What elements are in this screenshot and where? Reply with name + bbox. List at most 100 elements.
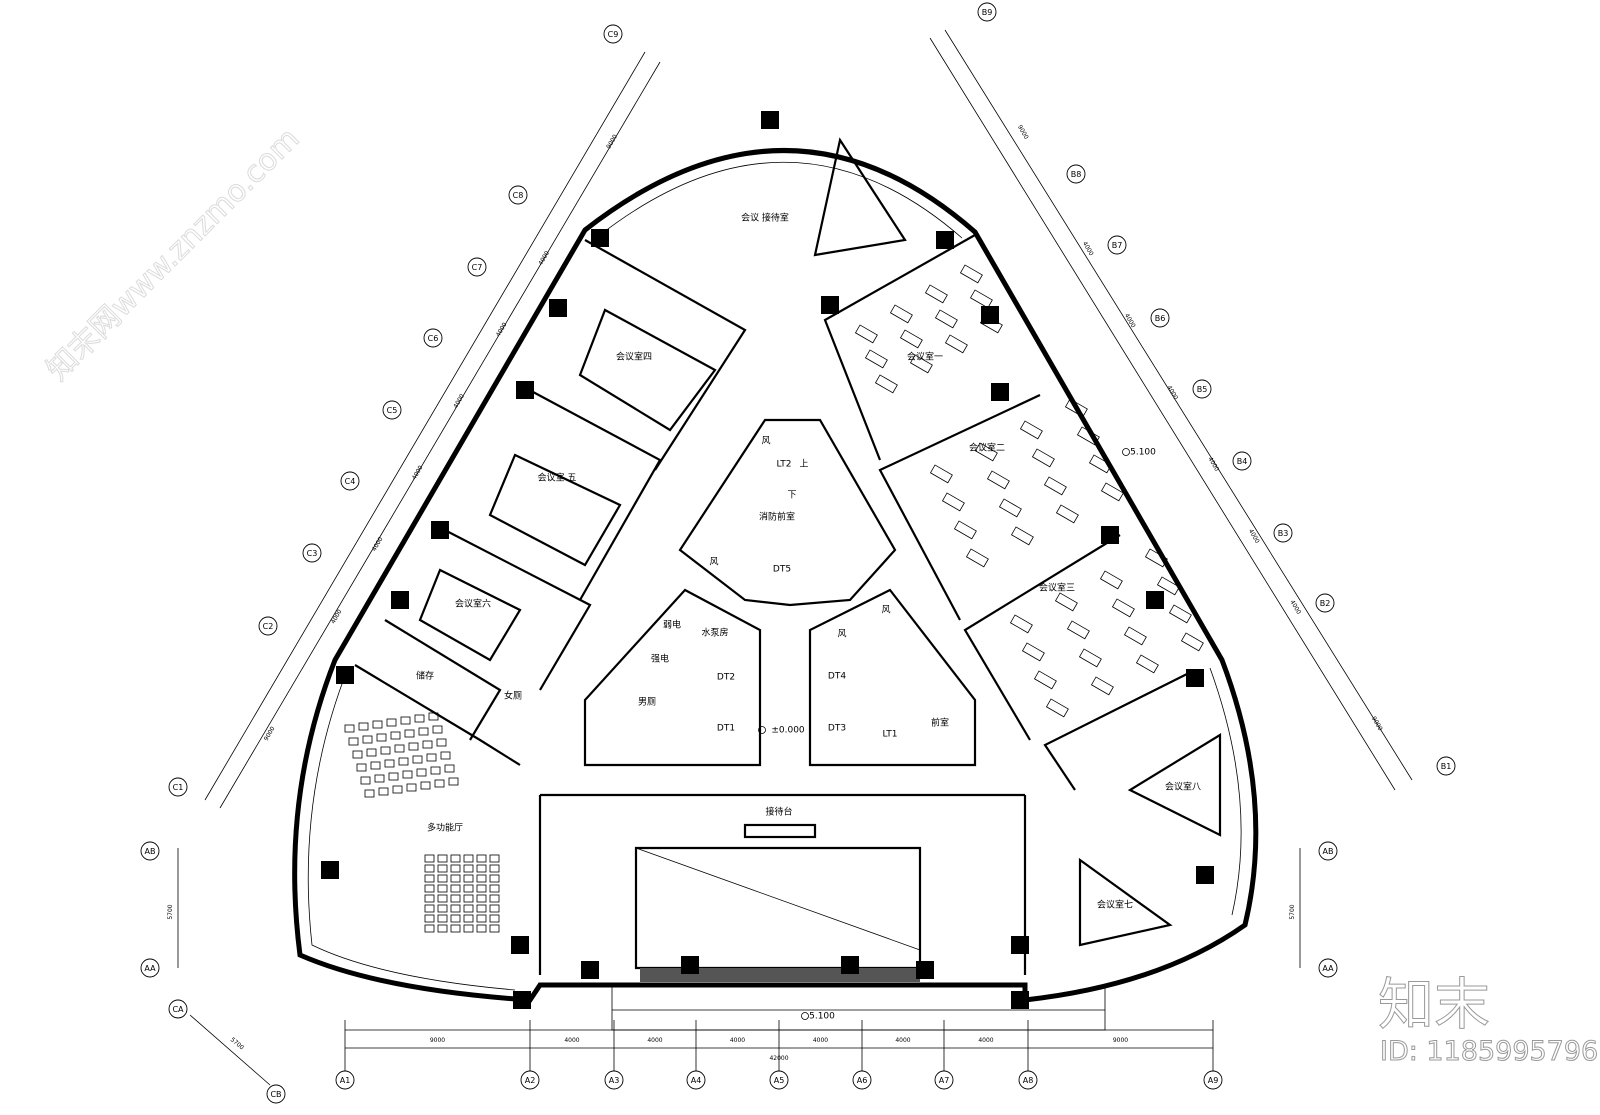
label-dt3: DT3 bbox=[828, 724, 846, 734]
chair bbox=[450, 874, 461, 883]
desk bbox=[1009, 614, 1033, 634]
dimension-b-side: 4000 bbox=[1247, 528, 1261, 545]
dimension-b-side: 4000 bbox=[1165, 384, 1179, 401]
chair bbox=[476, 904, 487, 913]
structural-column bbox=[936, 231, 954, 249]
structural-column bbox=[681, 956, 699, 974]
table-meeting-6 bbox=[418, 568, 522, 662]
grid-axis-a8: A8 bbox=[1018, 1070, 1038, 1090]
chair bbox=[358, 722, 369, 731]
chair bbox=[489, 884, 500, 893]
grid-axis-aa: AA bbox=[1318, 958, 1338, 978]
structural-column bbox=[336, 666, 354, 684]
chair bbox=[437, 874, 448, 883]
chair bbox=[463, 894, 474, 903]
svg-text:AA: AA bbox=[1322, 964, 1334, 973]
label-dt1: DT1 bbox=[717, 724, 735, 734]
grid-axis-a1: A1 bbox=[335, 1070, 355, 1090]
chair bbox=[444, 764, 455, 773]
chair bbox=[424, 864, 435, 873]
structural-column bbox=[581, 961, 599, 979]
chair bbox=[437, 914, 448, 923]
chair bbox=[380, 746, 391, 755]
desk bbox=[934, 309, 958, 329]
partitions bbox=[354, 234, 1196, 975]
label-mens-wc: 男厕 bbox=[638, 697, 656, 708]
chair bbox=[398, 757, 409, 766]
chair bbox=[437, 894, 448, 903]
desk bbox=[1054, 592, 1078, 612]
chair bbox=[489, 854, 500, 863]
chair bbox=[476, 884, 487, 893]
chair bbox=[364, 789, 375, 798]
label-dt2: DT2 bbox=[717, 673, 735, 683]
dimension-b-side: 9000 bbox=[1370, 715, 1384, 732]
chair bbox=[489, 864, 500, 873]
elevation-terrace-right: 5.100 bbox=[1130, 448, 1156, 458]
dimension-total: 42000 bbox=[769, 1055, 788, 1062]
structural-column bbox=[516, 381, 534, 399]
dimension-bottom: 4000 bbox=[564, 1037, 579, 1044]
chair bbox=[450, 884, 461, 893]
structural-column bbox=[1196, 866, 1214, 884]
desk bbox=[854, 324, 878, 344]
chair bbox=[463, 884, 474, 893]
svg-text:AB: AB bbox=[1323, 847, 1334, 856]
desk bbox=[941, 492, 965, 512]
grid-axis-c2: C2 bbox=[258, 616, 278, 636]
structural-column bbox=[321, 861, 339, 879]
grid-axis-b1: B1 bbox=[1436, 756, 1456, 776]
chair bbox=[476, 894, 487, 903]
desk bbox=[1156, 576, 1180, 596]
chair bbox=[424, 884, 435, 893]
desk bbox=[1076, 426, 1100, 446]
grid-axis-a7: A7 bbox=[934, 1070, 954, 1090]
desk bbox=[1055, 504, 1079, 524]
furniture bbox=[344, 264, 1204, 933]
desk bbox=[1043, 476, 1067, 496]
chair bbox=[374, 774, 385, 783]
svg-text:C3: C3 bbox=[307, 549, 318, 558]
chair bbox=[372, 720, 383, 729]
table-triangle-top bbox=[813, 137, 907, 257]
svg-text:C4: C4 bbox=[345, 477, 356, 486]
chair bbox=[424, 894, 435, 903]
structural-column bbox=[549, 299, 567, 317]
structural-column bbox=[1186, 669, 1204, 687]
desk bbox=[1021, 642, 1045, 662]
columns bbox=[321, 111, 1214, 1009]
chair bbox=[450, 854, 461, 863]
chair bbox=[424, 874, 435, 883]
chair bbox=[412, 755, 423, 764]
dimension-bottom: 4000 bbox=[895, 1037, 910, 1044]
structural-column bbox=[391, 591, 409, 609]
chair bbox=[402, 770, 413, 779]
label-pump-room: 水泵房 bbox=[701, 627, 728, 639]
chair bbox=[437, 924, 448, 933]
desk bbox=[899, 329, 923, 349]
desk bbox=[874, 374, 898, 394]
chair bbox=[390, 731, 401, 740]
watermark-id: ID: 1185995796 bbox=[1379, 1036, 1599, 1068]
grid-axis-b8: B8 bbox=[1066, 164, 1086, 184]
structural-column bbox=[1146, 591, 1164, 609]
chair bbox=[489, 874, 500, 883]
structural-column bbox=[841, 956, 859, 974]
chair bbox=[362, 735, 373, 744]
svg-text:C7: C7 bbox=[472, 263, 483, 272]
dimension-b-side: 4000 bbox=[1123, 312, 1137, 329]
chair bbox=[378, 787, 389, 796]
grid-axis-a3: A3 bbox=[604, 1070, 624, 1090]
desk bbox=[1045, 698, 1069, 718]
chair bbox=[489, 894, 500, 903]
desk bbox=[1088, 454, 1112, 474]
desk bbox=[1066, 620, 1090, 640]
desk bbox=[924, 284, 948, 304]
dimension-c-side: 9000 bbox=[263, 725, 277, 742]
label-wind-d: 风 bbox=[837, 629, 846, 640]
dimension-bottom: 9000 bbox=[430, 1037, 445, 1044]
chair bbox=[394, 744, 405, 753]
grid-axis-ab: AB bbox=[140, 841, 160, 861]
chair bbox=[463, 914, 474, 923]
